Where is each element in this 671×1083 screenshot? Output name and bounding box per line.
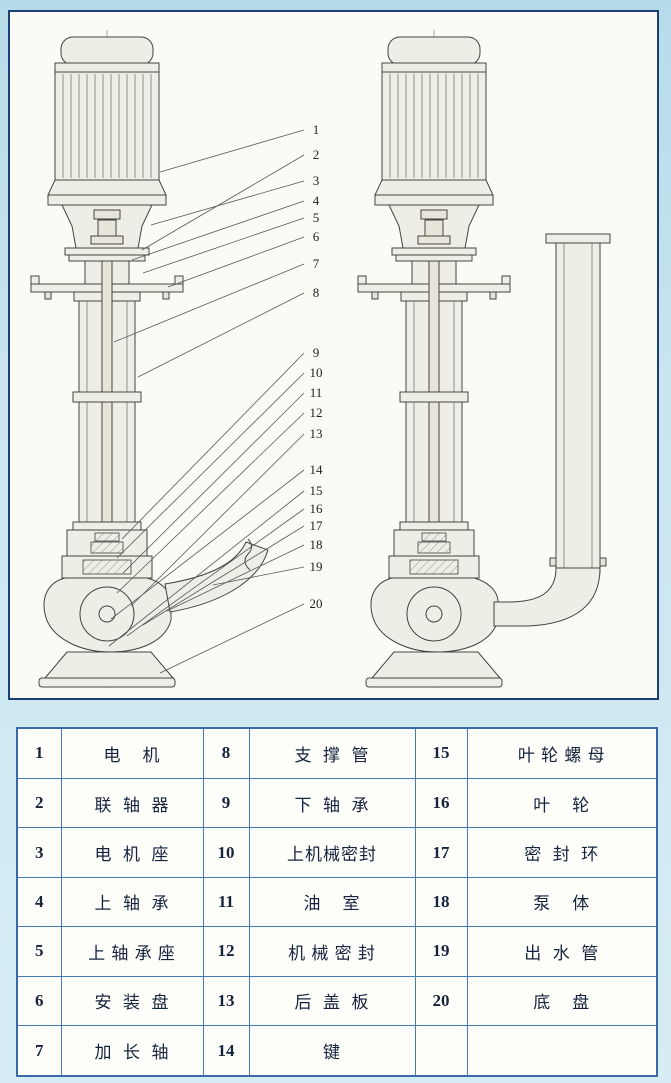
part-name: 支 撑 管: [248, 727, 416, 779]
outlet-elbow-cut: [164, 541, 269, 613]
part-name: 联 轴 器: [60, 777, 204, 829]
part-name: 叶 轮: [466, 777, 658, 829]
left-pump-drawing: [30, 29, 269, 691]
part-number: 11: [202, 876, 250, 928]
callout-number-4: 4: [313, 193, 320, 208]
callout-number-10: 10: [310, 365, 323, 380]
callout-number-9: 9: [313, 345, 320, 360]
callout-number-7: 7: [313, 256, 320, 271]
callout-number-1: 1: [313, 122, 320, 137]
part-number: 20: [414, 975, 468, 1027]
part-number: 1: [16, 727, 62, 779]
pump-section-drawing: 1 2 3 4 5 6 7 8 9 10 11 12 13 14 15 16 1…: [30, 29, 611, 691]
callout-number-20: 20: [310, 596, 323, 611]
part-number: 10: [202, 827, 250, 878]
right-pump-drawing: [357, 29, 611, 691]
part-number: 6: [16, 975, 62, 1027]
table-row: 3 电 机 座 10 上机械密封 17 密 封 环: [16, 827, 658, 878]
table-row: 5 上 轴 承 座 12 机 械 密 封 19 出 水 管: [16, 926, 658, 977]
table-row: 1 电 机 8 支 撑 管 15 叶 轮 螺 母: [16, 727, 658, 779]
callout-number-3: 3: [313, 173, 320, 188]
callout-numbers: 1 2 3 4 5 6 7 8 9 10 11 12 13 14 15 16 1…: [310, 122, 324, 611]
callout-number-2: 2: [313, 147, 320, 162]
part-name: 上 轴 承: [60, 876, 204, 928]
table-row: 4 上 轴 承 11 油 室 18 泵 体: [16, 876, 658, 928]
callout-number-11: 11: [310, 385, 323, 400]
callout-number-15: 15: [310, 483, 323, 498]
part-number: 5: [16, 926, 62, 977]
table-row: 6 安 装 盘 13 后 盖 板 20 底 盘: [16, 975, 658, 1027]
part-number: 9: [202, 777, 250, 829]
part-name: 泵 体: [466, 876, 658, 928]
table-row: 7 加 长 轴 14 键: [16, 1025, 658, 1077]
callout-leader-lines: [108, 129, 305, 674]
part-number: 15: [414, 727, 468, 779]
part-number: 8: [202, 727, 250, 779]
part-name: 上 轴 承 座: [60, 926, 204, 977]
callout-number-13: 13: [310, 426, 323, 441]
callout-number-17: 17: [310, 518, 324, 533]
callout-number-6: 6: [313, 229, 320, 244]
part-name: 机 械 密 封: [248, 926, 416, 977]
table-row: 2 联 轴 器 9 下 轴 承 16 叶 轮: [16, 777, 658, 829]
part-name: 后 盖 板: [248, 975, 416, 1027]
callout-number-18: 18: [310, 537, 323, 552]
pump-diagram-panel: 1 2 3 4 5 6 7 8 9 10 11 12 13 14 15 16 1…: [8, 10, 659, 700]
part-number: 19: [414, 926, 468, 977]
part-number: 3: [16, 827, 62, 878]
discharge-pipe: [493, 233, 611, 627]
part-number: 13: [202, 975, 250, 1027]
callout-number-19: 19: [310, 559, 323, 574]
part-number: 18: [414, 876, 468, 928]
part-name: 密 封 环: [466, 827, 658, 878]
part-name: 油 室: [248, 876, 416, 928]
part-name: 上机械密封: [248, 827, 416, 878]
part-name: 出 水 管: [466, 926, 658, 977]
part-number: 7: [16, 1025, 62, 1077]
part-name: 电 机: [60, 727, 204, 779]
callout-number-5: 5: [313, 210, 320, 225]
part-number: 4: [16, 876, 62, 928]
part-name: 叶 轮 螺 母: [466, 727, 658, 779]
part-name: [466, 1025, 658, 1077]
part-number: [414, 1025, 468, 1077]
part-name: 下 轴 承: [248, 777, 416, 829]
part-number: 2: [16, 777, 62, 829]
parts-table: 1 电 机 8 支 撑 管 15 叶 轮 螺 母 2 联 轴 器 9 下 轴 承…: [16, 727, 658, 1077]
part-number: 12: [202, 926, 250, 977]
part-name: 安 装 盘: [60, 975, 204, 1027]
part-name: 键: [248, 1025, 416, 1077]
part-number: 17: [414, 827, 468, 878]
callout-number-8: 8: [313, 285, 320, 300]
callout-number-14: 14: [310, 462, 324, 477]
part-name: 电 机 座: [60, 827, 204, 878]
part-number: 16: [414, 777, 468, 829]
part-name: 底 盘: [466, 975, 658, 1027]
part-name: 加 长 轴: [60, 1025, 204, 1077]
callout-number-12: 12: [310, 405, 323, 420]
callout-number-16: 16: [310, 501, 324, 516]
part-number: 14: [202, 1025, 250, 1077]
